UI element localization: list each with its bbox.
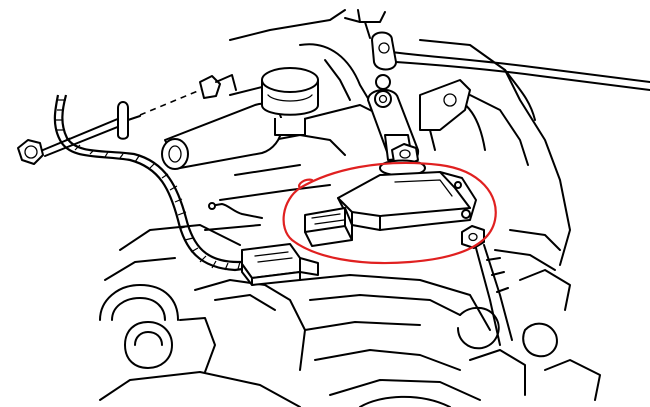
shift-cable — [344, 9, 650, 91]
mounting-bracket — [117, 101, 141, 140]
cylinder-housing — [161, 102, 283, 170]
wiring-harness — [53, 94, 251, 272]
harness-bolt — [17, 117, 126, 165]
locating-pin — [208, 202, 263, 219]
highlight-ellipse — [282, 161, 497, 265]
sensor-connector-plug — [304, 207, 353, 247]
sensor-mount-bolt — [461, 225, 513, 346]
stud-bolt — [139, 74, 237, 116]
lever-bracket — [419, 79, 471, 151]
reservoir-cap — [261, 67, 319, 136]
range-sensor — [337, 171, 477, 231]
wire-connector — [241, 243, 319, 286]
